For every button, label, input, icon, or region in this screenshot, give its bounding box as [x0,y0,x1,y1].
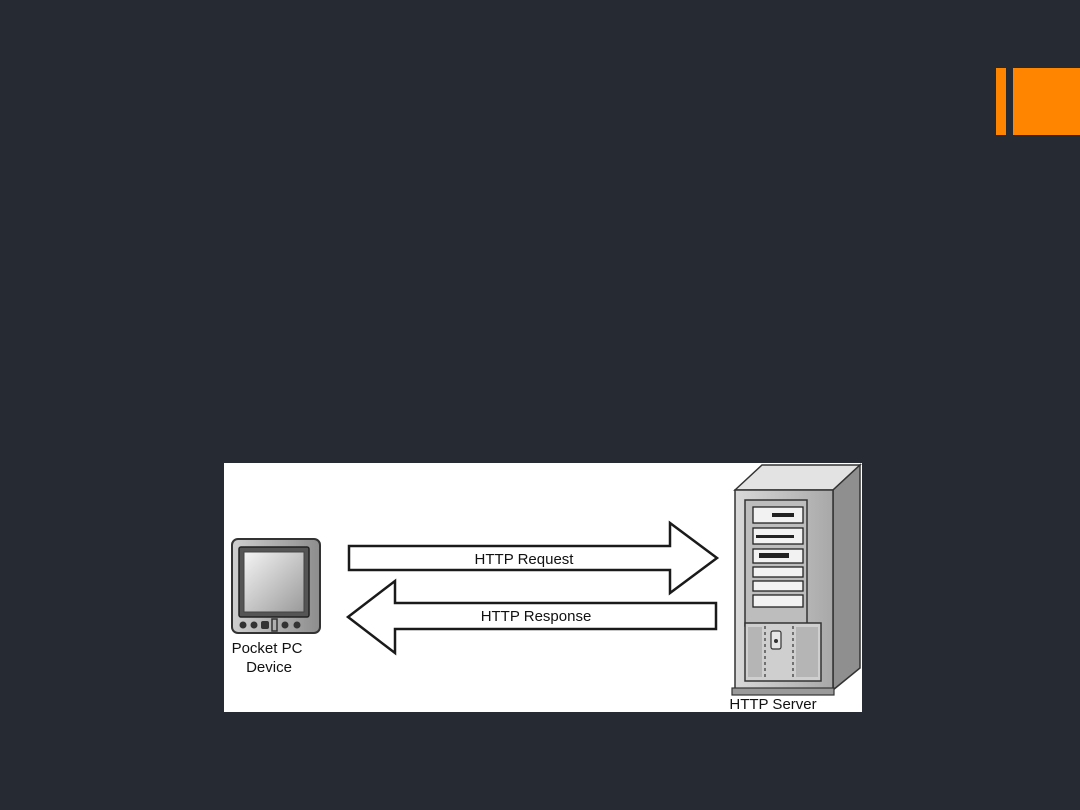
server-tower-icon [731,463,862,696]
pocket-pc-label: Pocket PC [232,640,303,657]
http-request-arrow [347,520,720,596]
http-response-arrow [345,578,718,656]
http-diagram-figure: HTTP Request HTTP Response [224,463,862,712]
device-label: Device [246,659,292,676]
accent-bar-thin [996,68,1006,135]
http-response-label: HTTP Response [481,608,592,625]
pda-device-icon [231,538,321,634]
http-request-label: HTTP Request [475,551,575,568]
accent-block [1013,68,1080,135]
http-server-label: HTTP Server [729,696,816,712]
